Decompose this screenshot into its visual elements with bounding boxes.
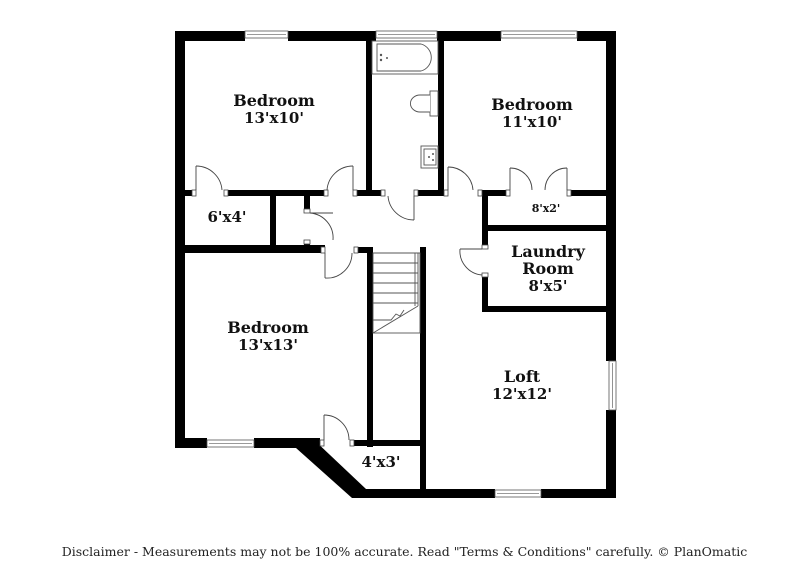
window-icon [608, 360, 617, 411]
door-icon [191, 165, 229, 197]
room-bedroom-2: Bedroom 11'x10' [491, 95, 573, 131]
svg-text:Bedroom: Bedroom [227, 318, 309, 337]
room-closet-8x2: 8'x2' [532, 202, 561, 215]
window-icon [206, 439, 255, 448]
svg-text:12'x12': 12'x12' [492, 385, 552, 403]
svg-text:4'x3': 4'x3' [361, 453, 400, 471]
door-icon [505, 167, 572, 197]
room-closet-4x3: 4'x3' [361, 453, 400, 471]
staircase-icon [372, 252, 421, 334]
window-icon [494, 489, 542, 498]
sink-icon [420, 145, 439, 169]
window-icon [244, 30, 289, 39]
room-laundry: Laundry Room 8'x5' [511, 242, 586, 295]
door-icon [319, 414, 355, 447]
door-icon [303, 208, 334, 245]
door-icon [459, 244, 489, 278]
svg-text:13'x10': 13'x10' [244, 109, 304, 127]
door-icon [380, 189, 419, 221]
room-bedroom-3: Bedroom 13'x13' [227, 318, 309, 354]
room-closet-6x4: 6'x4' [207, 208, 246, 226]
window-icon [375, 30, 438, 39]
disclaimer-text: Disclaimer - Measurements may not be 100… [61, 544, 748, 559]
door-icon [320, 246, 359, 279]
svg-text:6'x4': 6'x4' [207, 208, 246, 226]
svg-text:Bedroom: Bedroom [491, 95, 573, 114]
room-bedroom-1: Bedroom 13'x10' [233, 91, 315, 127]
svg-text:Bedroom: Bedroom [233, 91, 315, 110]
window-icon [500, 30, 578, 39]
interior-walls [175, 35, 612, 493]
toilet-icon [409, 90, 439, 117]
svg-text:11'x10': 11'x10' [502, 113, 562, 131]
bathtub-icon [371, 40, 439, 75]
room-loft: Loft 12'x12' [492, 367, 552, 403]
svg-text:Room: Room [522, 259, 574, 278]
svg-text:Laundry: Laundry [511, 242, 586, 261]
svg-text:8'x5': 8'x5' [528, 277, 567, 295]
svg-text:Loft: Loft [504, 367, 541, 386]
door-icon [443, 166, 483, 197]
svg-text:8'x2': 8'x2' [532, 202, 561, 215]
svg-text:13'x13': 13'x13' [238, 336, 298, 354]
door-icon [323, 165, 358, 197]
